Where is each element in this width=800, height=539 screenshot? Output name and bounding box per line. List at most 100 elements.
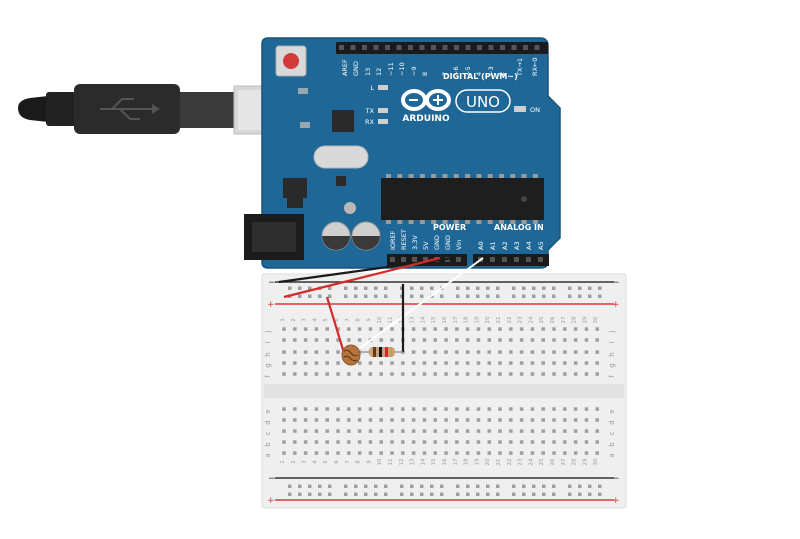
header-pin[interactable] [465,45,471,50]
rail-hole[interactable] [298,294,302,299]
breadboard-hole[interactable] [444,429,448,433]
breadboard-hole[interactable] [401,451,405,455]
breadboard-hole[interactable] [541,338,546,342]
breadboard-hole[interactable] [411,418,416,422]
breadboard-hole[interactable] [552,407,556,411]
breadboard-hole[interactable] [530,350,535,354]
rail-hole[interactable] [552,484,556,489]
breadboard-hole[interactable] [422,440,427,444]
breadboard-hole[interactable] [293,418,297,422]
breadboard-hole[interactable] [584,429,589,433]
rail-hole[interactable] [374,294,378,299]
rail-hole[interactable] [364,286,368,291]
breadboard-hole[interactable] [509,418,513,422]
header-pin[interactable] [373,45,379,50]
rail-hole[interactable] [440,492,444,497]
breadboard-hole[interactable] [325,372,330,376]
rail-hole[interactable] [552,294,556,299]
breadboard-hole[interactable] [455,429,459,433]
breadboard-hole[interactable] [325,418,330,422]
breadboard-hole[interactable] [303,338,308,342]
breadboard-hole[interactable] [422,372,427,376]
rail-hole[interactable] [308,492,312,497]
rail-hole[interactable] [328,286,332,291]
rail-hole[interactable] [486,286,490,291]
breadboard-hole[interactable] [336,350,340,354]
breadboard-hole[interactable] [293,372,297,376]
breadboard-hole[interactable] [498,338,502,342]
breadboard-hole[interactable] [573,418,578,422]
rail-hole[interactable] [496,492,500,497]
breadboard-hole[interactable] [433,440,438,444]
rail-hole[interactable] [364,492,368,497]
rail-hole[interactable] [588,492,592,497]
breadboard-hole[interactable] [498,372,502,376]
rail-hole[interactable] [298,484,302,489]
breadboard-hole[interactable] [552,350,556,354]
rail-hole[interactable] [476,492,480,497]
breadboard-hole[interactable] [530,418,535,422]
breadboard-hole[interactable] [303,429,308,433]
breadboard-hole[interactable] [487,407,492,411]
rail-hole[interactable] [440,484,444,489]
breadboard-hole[interactable] [595,338,600,342]
rail-hole[interactable] [364,484,368,489]
breadboard-hole[interactable] [357,327,362,331]
breadboard-hole[interactable] [401,429,405,433]
breadboard-hole[interactable] [584,361,589,365]
breadboard-hole[interactable] [530,361,535,365]
header-pin[interactable] [488,45,494,50]
breadboard-hole[interactable] [455,451,459,455]
breadboard-hole[interactable] [422,418,427,422]
breadboard-hole[interactable] [595,372,600,376]
breadboard-hole[interactable] [325,451,330,455]
rail-hole[interactable] [384,492,388,497]
breadboard-hole[interactable] [357,372,362,376]
breadboard-hole[interactable] [357,418,362,422]
breadboard-hole[interactable] [336,440,340,444]
breadboard-hole[interactable] [509,327,513,331]
rail-hole[interactable] [542,294,546,299]
breadboard-hole[interactable] [541,440,546,444]
breadboard-hole[interactable] [347,429,351,433]
breadboard-hole[interactable] [347,440,351,444]
breadboard-hole[interactable] [401,361,405,365]
breadboard-hole[interactable] [293,407,297,411]
breadboard-hole[interactable] [433,350,438,354]
breadboard-hole[interactable] [519,418,524,422]
breadboard-hole[interactable] [282,338,286,342]
header-pin[interactable] [442,45,448,50]
breadboard-hole[interactable] [563,372,567,376]
rail-hole[interactable] [542,492,546,497]
breadboard-hole[interactable] [303,372,308,376]
breadboard-hole[interactable] [455,327,459,331]
header-pin[interactable] [526,257,531,262]
breadboard-hole[interactable] [411,451,416,455]
rail-hole[interactable] [496,294,500,299]
breadboard-hole[interactable] [584,418,589,422]
breadboard-hole[interactable] [530,338,535,342]
breadboard-hole[interactable] [573,451,578,455]
breadboard-hole[interactable] [444,338,448,342]
breadboard-hole[interactable] [509,361,513,365]
breadboard-hole[interactable] [347,451,351,455]
breadboard-hole[interactable] [325,350,330,354]
header-pin[interactable] [339,45,344,50]
rail-hole[interactable] [456,484,460,489]
breadboard-hole[interactable] [293,429,297,433]
breadboard-hole[interactable] [563,440,567,444]
wire-red-to-photoresistor[interactable] [325,296,346,354]
breadboard-hole[interactable] [487,338,492,342]
breadboard-hole[interactable] [368,372,373,376]
breadboard-hole[interactable] [336,338,340,342]
rail-hole[interactable] [374,492,378,497]
breadboard-hole[interactable] [455,407,459,411]
breadboard-hole[interactable] [465,418,470,422]
rail-hole[interactable] [532,492,536,497]
breadboard-hole[interactable] [476,350,481,354]
breadboard-hole[interactable] [314,327,319,331]
breadboard-hole[interactable] [465,327,470,331]
breadboard-hole[interactable] [379,407,384,411]
breadboard-hole[interactable] [552,372,556,376]
rail-hole[interactable] [532,286,536,291]
